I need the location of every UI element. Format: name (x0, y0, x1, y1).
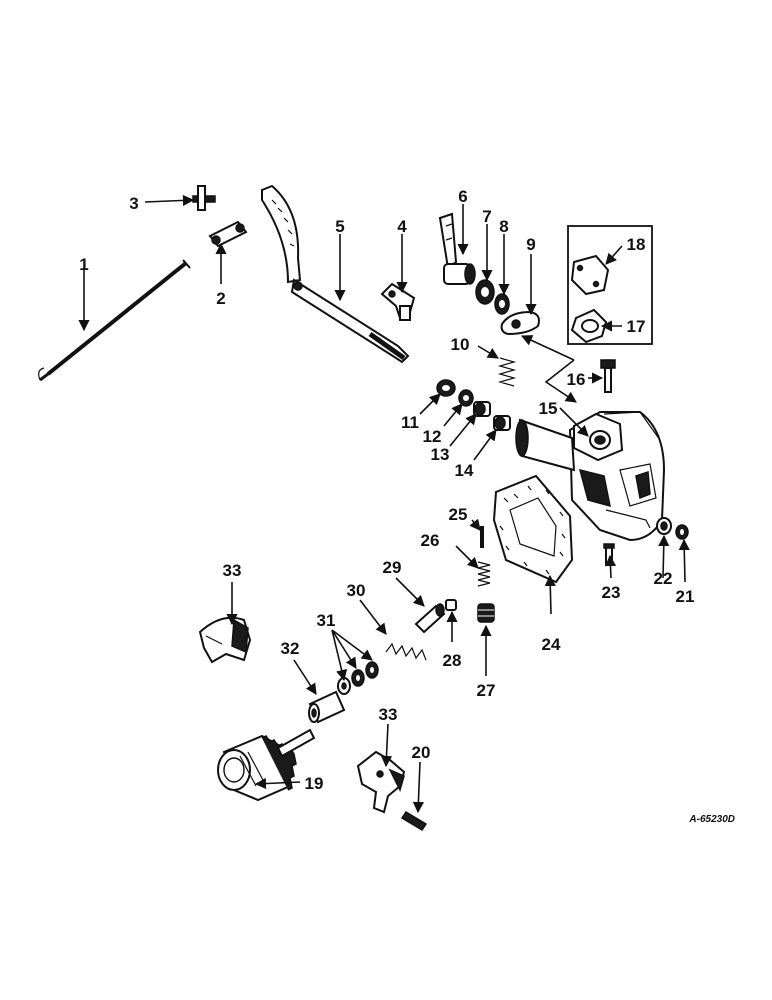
part-29-plunger (414, 603, 446, 634)
part-10-spring (497, 357, 517, 387)
callout-28: 28 (443, 651, 462, 670)
callout-23: 23 (602, 583, 621, 602)
part-24-gasket (492, 474, 574, 584)
callout-19: 19 (305, 774, 324, 793)
callout-30: 30 (347, 581, 366, 600)
callout-1: 1 (79, 255, 88, 274)
callout-29: 29 (383, 558, 402, 577)
part-6-shaft-arm (438, 212, 476, 285)
callout-31: 31 (317, 611, 336, 630)
callout-3: 3 (129, 194, 138, 213)
part-18-cover (570, 254, 610, 296)
part-17-gasket (570, 308, 608, 344)
part-9-plate (500, 310, 540, 336)
part-13-bushing (473, 401, 491, 417)
callout-21: 21 (676, 587, 695, 606)
part-14-bushing (493, 415, 511, 431)
callout-26: 26 (421, 531, 440, 550)
part-8-washer (494, 293, 510, 315)
callout-12: 12 (423, 427, 442, 446)
part-7-seal (475, 279, 495, 305)
part-11-washer (436, 379, 456, 397)
callout-7: 7 (482, 207, 491, 226)
part-32-bushing (308, 690, 346, 724)
part-31-washers (337, 661, 379, 695)
part-33-fork-lower (356, 750, 406, 814)
callout-18: 18 (627, 235, 646, 254)
callout-14: 14 (455, 461, 474, 480)
drawing-code: A-65230D (688, 814, 735, 825)
callout-16: 16 (567, 370, 586, 389)
callout-8: 8 (499, 217, 508, 236)
callout-33-upper: 33 (223, 561, 242, 580)
callout-32: 32 (281, 639, 300, 658)
part-5-lever (261, 184, 410, 364)
part-28-pin (445, 599, 457, 611)
part-4-bracket (380, 282, 416, 321)
callout-2: 2 (216, 289, 225, 308)
part-15-housing (515, 411, 666, 542)
part-33-fork-upper (198, 616, 252, 664)
part-23-pin (603, 543, 615, 565)
callout-22: 22 (654, 569, 673, 588)
part-16-bolt (600, 359, 616, 393)
callout-4: 4 (397, 217, 407, 236)
part-30-spring (385, 642, 427, 661)
callout-25: 25 (449, 505, 468, 524)
callout-13: 13 (431, 445, 450, 464)
callout-20: 20 (412, 743, 431, 762)
callout-labels: 1 2 3 4 5 6 7 8 9 10 11 12 13 14 15 16 1… (79, 187, 694, 793)
part-21-washer (675, 524, 689, 540)
callout-33-lower: 33 (379, 705, 398, 724)
callout-6: 6 (458, 187, 467, 206)
leader-lines (78, 194, 690, 814)
part-12-washer (458, 389, 474, 407)
callout-27: 27 (477, 681, 496, 700)
callout-24: 24 (542, 635, 561, 654)
callout-5: 5 (335, 217, 344, 236)
part-19-gear (217, 728, 316, 802)
part-3-bolt (192, 185, 216, 211)
callout-17: 17 (627, 317, 646, 336)
callout-10: 10 (451, 335, 470, 354)
part-20-pin (400, 810, 428, 832)
part-27-plug (477, 603, 495, 623)
part-2-link (208, 220, 248, 248)
part-26-spring (477, 561, 491, 587)
callout-11: 11 (401, 413, 419, 432)
callout-9: 9 (526, 235, 535, 254)
part-22-bushing (656, 517, 672, 535)
callout-15: 15 (539, 399, 558, 418)
part-1-rod (38, 259, 191, 382)
